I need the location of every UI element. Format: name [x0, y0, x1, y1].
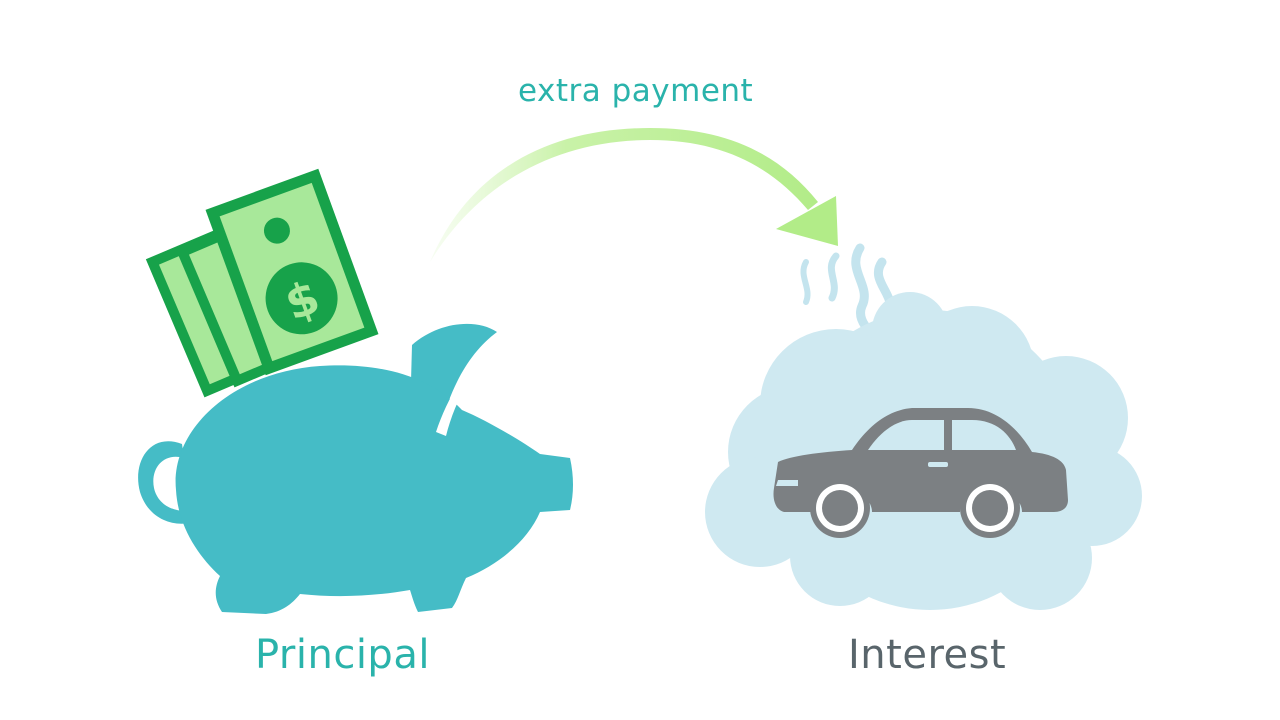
piggy-bank-icon: [138, 323, 574, 614]
principal-label: Principal: [255, 632, 430, 678]
curved-arrow-icon: [430, 128, 838, 262]
cloud-icon: [705, 292, 1142, 610]
interest-label: Interest: [848, 632, 1007, 678]
extra-payment-label: extra payment: [518, 73, 754, 109]
car-icon: [773, 408, 1068, 538]
dollar-bills-icon: $: [145, 168, 379, 398]
